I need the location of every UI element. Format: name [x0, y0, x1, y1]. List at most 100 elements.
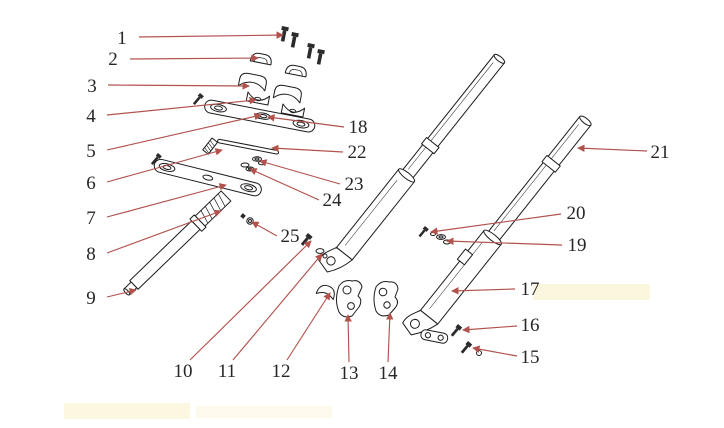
stem-nut-bits	[240, 213, 254, 225]
leader-line-19	[446, 237, 563, 246]
lower-triple-clamp	[153, 158, 262, 197]
watermark-band	[196, 406, 332, 418]
thin-rod	[217, 138, 280, 155]
part-number-23: 23	[345, 174, 364, 195]
watermark-band	[533, 284, 650, 300]
left-axle-hole	[326, 256, 336, 266]
washers	[252, 156, 266, 166]
left-fork-dust-seal	[398, 168, 416, 183]
part-number-15: 15	[521, 347, 540, 368]
small-bolt-icon	[192, 93, 204, 106]
leader-line-13	[344, 314, 352, 363]
part-number-2: 2	[108, 49, 118, 70]
riser-upper	[237, 72, 267, 92]
leader-line-21	[577, 144, 648, 153]
part-number-12: 12	[272, 361, 291, 382]
part-number-16: 16	[521, 315, 540, 336]
leader-line-25	[251, 221, 278, 237]
bolt-icon	[280, 26, 289, 42]
part-number-21: 21	[651, 142, 670, 163]
right-fork-clamp-band	[541, 154, 561, 173]
leader-line-8	[106, 209, 222, 254]
right-fork-leg	[402, 115, 592, 336]
right-axle-hole	[409, 318, 420, 329]
small-spring	[202, 137, 219, 155]
leader-line-16	[462, 325, 518, 334]
leader-line-24	[249, 168, 320, 201]
left-fork-clamp-band	[421, 137, 440, 155]
leader-line-12	[286, 292, 331, 361]
leader-line-7	[106, 183, 227, 218]
axle-clamp-plate	[420, 329, 449, 344]
left-fork-stanchion	[401, 54, 505, 180]
clamp-cap	[284, 64, 307, 78]
leader-line-9	[106, 287, 137, 298]
clamp-nut	[476, 350, 482, 356]
leader-line-4	[106, 96, 257, 116]
right-fork-stanchion-highlight	[493, 124, 579, 232]
handlebar-risers-upper	[237, 72, 302, 104]
part-number-1: 1	[117, 28, 127, 49]
axle-spacers	[430, 232, 451, 245]
leader-line-10	[189, 240, 312, 361]
leader-line-5	[106, 112, 262, 151]
left-fork-top-cap	[493, 53, 506, 64]
part-number-13: 13	[340, 363, 359, 384]
watermark-band	[64, 403, 190, 419]
left-fork-outer-highlight	[344, 180, 398, 246]
part-number-6: 6	[86, 173, 96, 194]
leader-line-15	[472, 345, 518, 357]
leader-line-14	[385, 312, 394, 363]
leader-line-11	[232, 253, 323, 361]
leader-line-17	[451, 287, 516, 295]
right-fork-dust-seal	[483, 229, 502, 246]
small-bolt-icon	[150, 153, 162, 166]
right-fork-reflector-bracket	[456, 248, 474, 266]
part-number-11: 11	[218, 361, 236, 382]
leader-line-6	[106, 148, 223, 183]
handlebar-clamp-bolts	[280, 26, 325, 65]
riser-upper	[272, 84, 302, 104]
leader-line-3	[107, 82, 250, 90]
leader-line-23	[259, 159, 341, 185]
part-number-5: 5	[86, 141, 96, 162]
leader-line-20	[430, 213, 562, 235]
right-fork-dropout	[402, 309, 439, 336]
part-number-17: 17	[521, 279, 540, 300]
left-fork-leg	[318, 53, 506, 273]
part-number-3: 3	[87, 76, 97, 97]
part-number-22: 22	[348, 142, 367, 163]
part-number-9: 9	[86, 288, 96, 309]
part-number-24: 24	[323, 190, 343, 211]
part-number-8: 8	[86, 244, 96, 265]
right-fork-outer-highlight	[429, 241, 483, 309]
leader-line-22	[271, 144, 344, 153]
part-number-10: 10	[174, 361, 193, 382]
part-number-14: 14	[379, 363, 399, 384]
bolt-icon	[306, 43, 315, 59]
part-number-19: 19	[568, 235, 587, 256]
handlebar-clamp-caps	[249, 52, 307, 78]
leader-line-1	[138, 31, 284, 39]
clamp-bolt-icon	[450, 324, 463, 337]
part-number-20: 20	[567, 203, 586, 224]
part-number-25: 25	[281, 226, 300, 247]
stem-tube	[129, 220, 201, 290]
bolt-icon	[316, 49, 325, 65]
caliper-bracket-a	[336, 280, 363, 318]
part-number-18: 18	[349, 117, 368, 138]
clamp-bolt-icon	[460, 341, 473, 354]
part-number-4: 4	[86, 106, 96, 127]
riser-lower	[280, 103, 306, 118]
leader-line-18	[267, 114, 345, 128]
part-number-7: 7	[86, 208, 96, 229]
steering-stem	[123, 190, 232, 296]
caliper-bracket-b	[373, 281, 399, 317]
right-fork-top-cap	[579, 115, 592, 127]
axle-bolt-icon	[418, 226, 429, 238]
bolt-icon	[290, 32, 299, 48]
left-fork-stanchion-highlight	[408, 62, 494, 170]
